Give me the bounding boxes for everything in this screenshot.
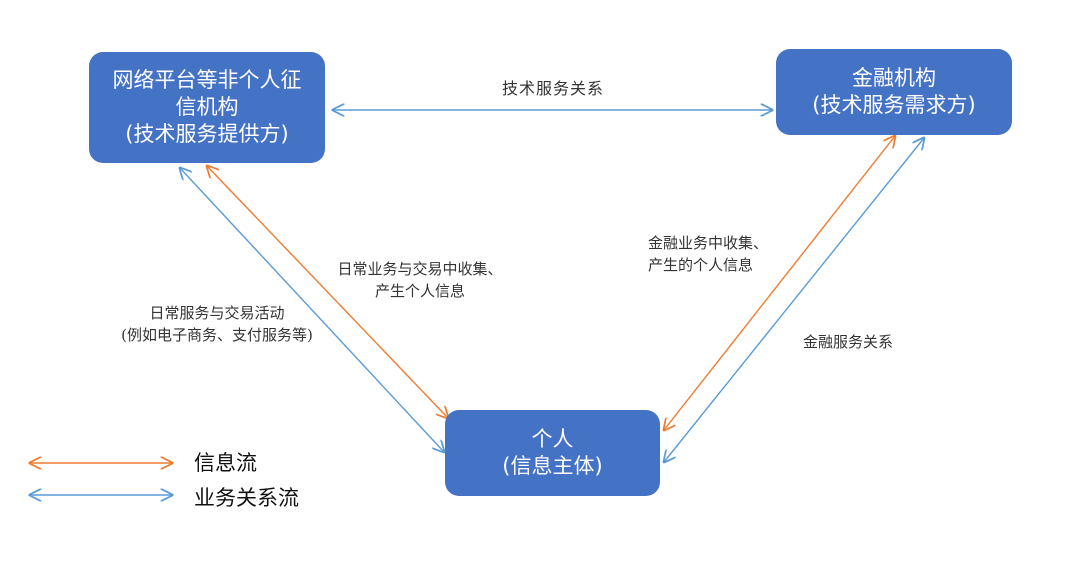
edge-label-daily-collect: 日常业务与交易中收集、 产生个人信息 [300,258,540,302]
node-individual-line2: (信息主体) [502,454,603,478]
node-tech-provider-line3: (技术服务提供方) [125,122,289,146]
arrow-finance-person-info [664,136,895,430]
node-financial-institution: 金融机构 (技术服务需求方) [776,49,1012,135]
edge-label-daily-collect-line2: 产生个人信息 [374,282,465,300]
edge-label-daily-collect-line1: 日常业务与交易中收集、 [337,260,503,278]
edge-label-finance-service: 金融服务关系 [803,331,893,353]
edge-label-finance-collect: 金融业务中收集、 产生的个人信息 [648,232,768,276]
node-tech-provider-line1: 网络平台等非个人征 [112,68,302,92]
edge-label-tech-service-text: 技术服务关系 [501,79,604,98]
node-financial-institution-line1: 金融机构 [852,66,936,90]
node-individual-line1: 个人 [531,427,574,451]
node-tech-provider: 网络平台等非个人征 信机构 (技术服务提供方) [89,52,325,163]
edge-label-daily-service-line1: 日常服务与交易活动 [149,304,285,322]
legend-info-flow-label: 信息流 [194,451,257,475]
edge-label-finance-service-text: 金融服务关系 [803,333,894,351]
edge-label-daily-service: 日常服务与交易活动 (例如电子商务、支付服务等) [72,302,362,346]
node-financial-institution-line2: (技术服务需求方) [812,93,976,117]
arrow-finance-person-business [664,138,924,462]
edge-label-daily-service-line2: (例如电子商务、支付服务等) [121,326,313,344]
edge-label-finance-collect-line2: 产生的个人信息 [648,256,754,274]
legend-business-flow-label: 业务关系流 [194,486,299,510]
node-tech-provider-line2: 信机构 [175,95,239,119]
node-individual: 个人 (信息主体) [445,410,660,496]
edge-label-tech-service: 技术服务关系 [330,78,776,100]
edge-label-finance-collect-line1: 金融业务中收集、 [648,234,769,252]
arrow-platform-person-info [207,166,448,418]
